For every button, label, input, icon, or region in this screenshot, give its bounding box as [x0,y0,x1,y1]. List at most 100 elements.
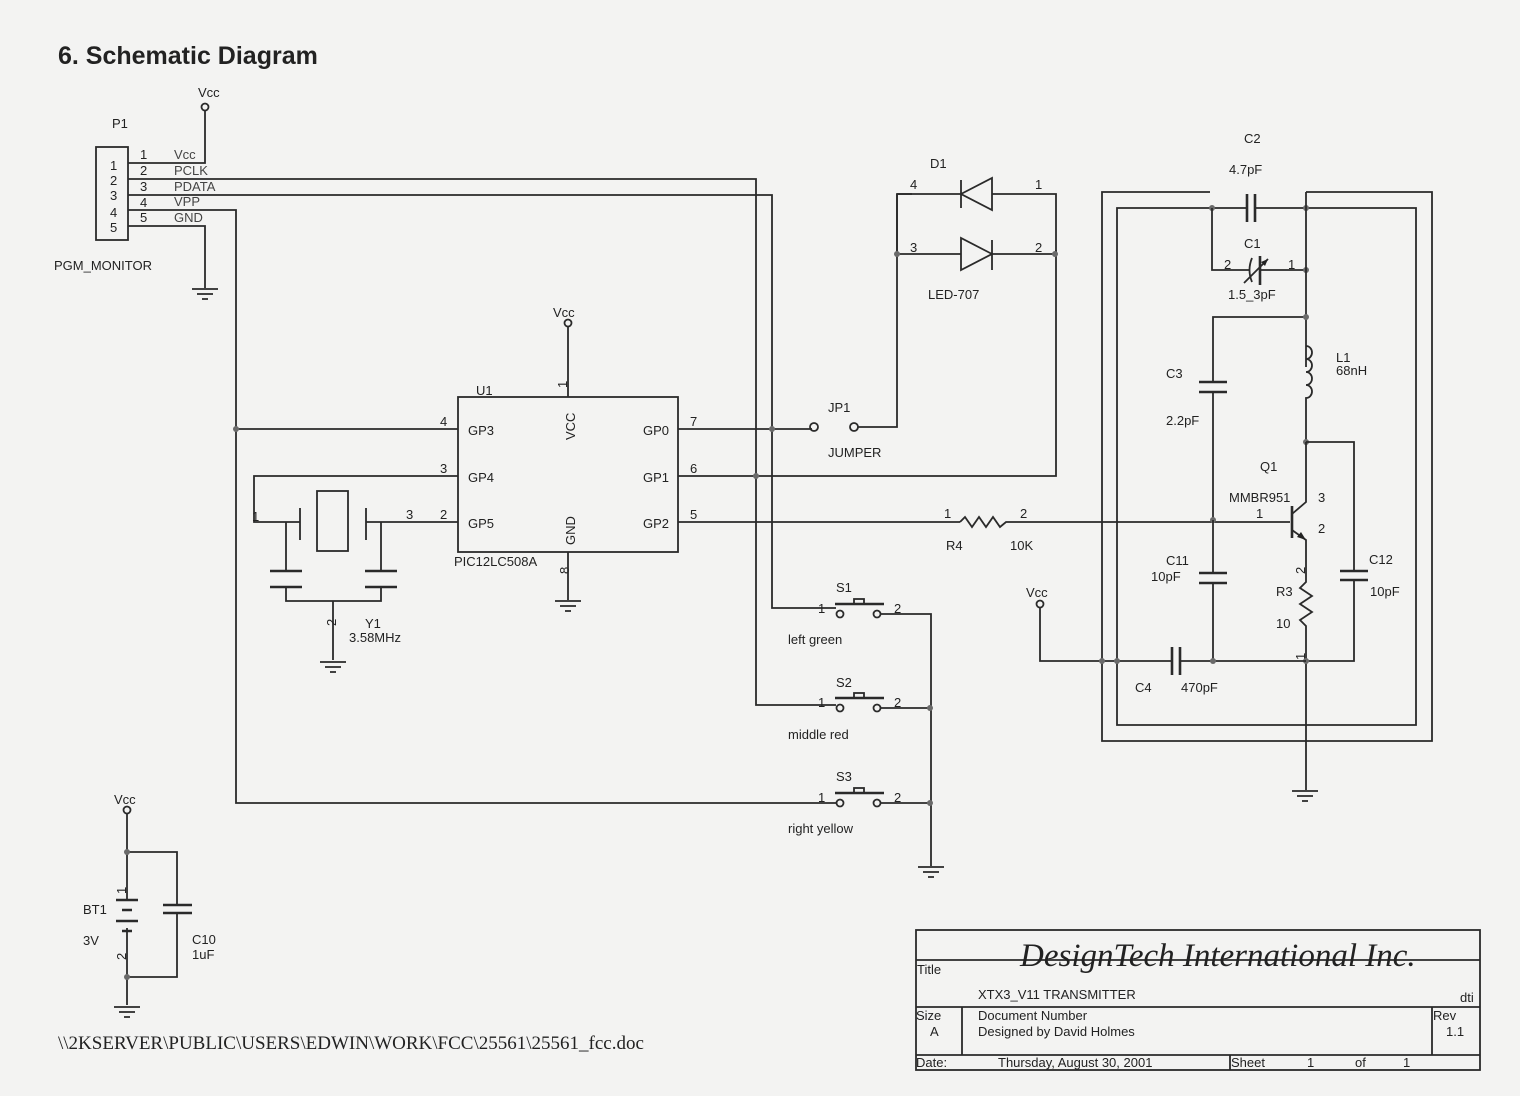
rev-label: Rev [1433,1008,1457,1023]
y1-pin: 3 [406,507,413,522]
l1-ref: L1 [1336,350,1350,365]
bt1-value: 3V [83,933,99,948]
wire-gnd [128,225,206,288]
s2-label: middle red [788,727,849,742]
inductor-l1: L1 68nH [1303,345,1367,445]
c10-ref: C10 [192,932,216,947]
c12-value: 10pF [1370,584,1400,599]
ground-icon [320,661,346,673]
d1-ref: D1 [930,156,947,171]
p1-box-pin: 5 [110,220,117,235]
r3-ref: R3 [1276,584,1293,599]
p1-name: PGM_MONITOR [54,258,152,273]
u1-part: PIC12LC508A [454,554,537,569]
ground-icon [555,600,581,612]
p1-pin-num: 2 [140,163,147,178]
d1-pin: 3 [910,240,917,255]
jp1-part: JUMPER [828,445,881,460]
rf-loop-antenna [1101,191,1433,742]
sheet-total: 1 [1403,1055,1410,1070]
c11-value: 10pF [1151,569,1181,584]
u1-vcc-label: VCC [563,413,578,440]
r3-pin: 1 [1293,653,1308,660]
s1-pin: 2 [894,601,901,616]
y1-ref: Y1 [365,616,381,631]
r4-ref: R4 [946,538,963,553]
c11-ref: C11 [1166,553,1189,568]
p1-pin-num: 1 [140,147,147,162]
capacitor-c10: C10 1uF [163,903,216,962]
p1-ref: P1 [112,116,128,131]
s1-label: left green [788,632,842,647]
y1-value: 3.58MHz [349,630,401,645]
u1-pin-num: 3 [440,461,447,476]
date-label: Date: [916,1055,947,1070]
switch-s3: S3 1 2 right yellow [788,769,933,836]
battery-bt1: Vcc 1 2 BT1 3V [83,792,178,1005]
s3-label: right yellow [788,821,854,836]
transistor-q1: Q1 MMBR951 3 1 2 [1210,441,1355,662]
c3-value: 2.2pF [1166,413,1199,428]
p1-net-label: VPP [174,194,200,209]
wire-gp1 [678,250,1057,477]
resistor-r3: 2 R3 10 1 [1276,560,1314,790]
c1-pin: 1 [1288,257,1295,272]
u1-ref: U1 [476,383,493,398]
u1-pin-name: GP5 [468,516,494,531]
q1-pin: 1 [1256,506,1263,521]
switch-s2: S2 1 2 middle red [788,675,933,742]
c12-ref: C12 [1369,552,1393,567]
s3-ref: S3 [836,769,852,784]
c4-value: 470pF [1181,680,1218,695]
file-path: \\2KSERVER\PUBLIC\USERS\EDWIN\WORK\FCC\2… [58,1033,644,1054]
bt1-ref: BT1 [83,902,107,917]
wire-vpp [128,209,836,804]
wire-pdata [128,194,836,609]
capacitor-c2: C2 4.7pF [1209,131,1309,222]
d1-pin: 4 [910,177,917,192]
capacitor-c11: C11 10pF [1151,520,1227,661]
p1-box-pin: 4 [110,205,117,220]
d1-pin: 2 [1035,240,1042,255]
ground-icon [1292,790,1318,802]
c2-ref: C2 [1244,131,1261,146]
p1-pin-num: 5 [140,210,147,225]
p1-box-pin: 1 [110,158,117,173]
p1-net-label: PDATA [174,179,216,194]
s2-ref: S2 [836,675,852,690]
date-value: Thursday, August 30, 2001 [998,1055,1152,1070]
connector-p1: P1 1 2 3 4 5 PGM_MONITOR 1 2 3 4 5 Vcc P… [54,116,216,273]
u1-pin-num: 1 [555,381,570,388]
rev-value: 1.1 [1446,1024,1464,1039]
resistor-r4: 1 2 R4 10K [944,506,1290,553]
c1-pin: 2 [1224,257,1231,272]
s3-pin: 2 [894,790,901,805]
r4-pin: 1 [944,506,951,521]
q1-part: MMBR951 [1229,490,1290,505]
title-block: DesignTech International Inc. Title XTX3… [915,929,1481,1071]
p1-box-pin: 2 [110,173,117,188]
wire-gp4 [253,475,458,523]
vcc-symbol: Vcc [128,85,220,164]
capacitor-c12: C12 10pF [1340,552,1400,599]
y1-pin: 2 [324,619,339,626]
u1-gnd-label: GND [563,516,578,545]
doc-number-label: Document Number [978,1008,1088,1023]
capacitor-c4: Vcc C4 470pF [1026,585,1306,695]
p1-pin-num: 3 [140,179,147,194]
r4-value: 10K [1010,538,1033,553]
u1-pin-name: GP2 [643,516,669,531]
s2-pin: 1 [818,695,825,710]
capacitor-c1: C1 2 1 1.5_3pF [1211,208,1309,302]
r3-pin: 2 [1293,567,1308,574]
p1-net-label: GND [174,210,203,225]
company-name: DesignTech International Inc. [1019,938,1416,974]
vcc-label: Vcc [1026,585,1048,600]
u1-pin-num: 5 [690,507,697,522]
u1-pin-name: GP3 [468,423,494,438]
p1-net-label: PCLK [174,163,208,178]
c1-value: 1.5_3pF [1228,287,1276,302]
drawing-title: XTX3_V11 TRANSMITTER [978,987,1136,1002]
ground-icon [192,288,218,300]
